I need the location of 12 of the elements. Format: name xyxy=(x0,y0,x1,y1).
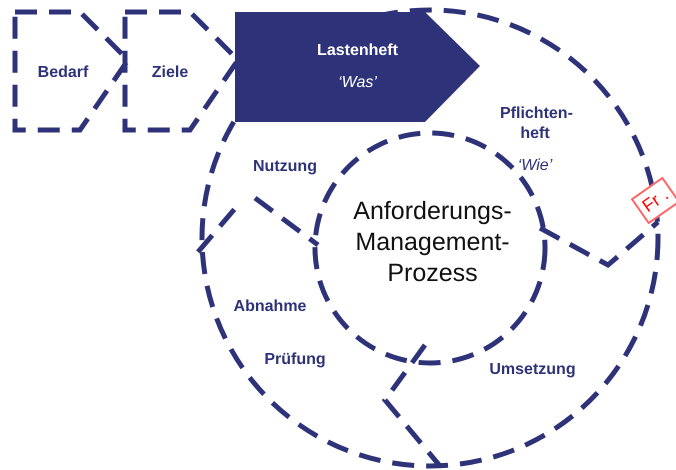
stamp-label: Fr . xyxy=(630,176,676,224)
node-label: Nutzung xyxy=(253,157,317,177)
node-note: ‘Wie’ xyxy=(518,156,552,176)
node-label: Bedarf xyxy=(38,63,88,83)
node-label: Lastenheft xyxy=(317,41,398,61)
node-label: Abnahme xyxy=(234,297,306,317)
node-label: Pflichten-heft xyxy=(500,104,570,144)
node-label: Ziele xyxy=(152,63,188,83)
node-label: Prüfung xyxy=(264,350,326,370)
node-note: ‘Was’ xyxy=(338,73,377,93)
node-label: Umsetzung xyxy=(489,360,576,380)
process-title: Anforderungs-Management-Prozess xyxy=(352,196,513,290)
